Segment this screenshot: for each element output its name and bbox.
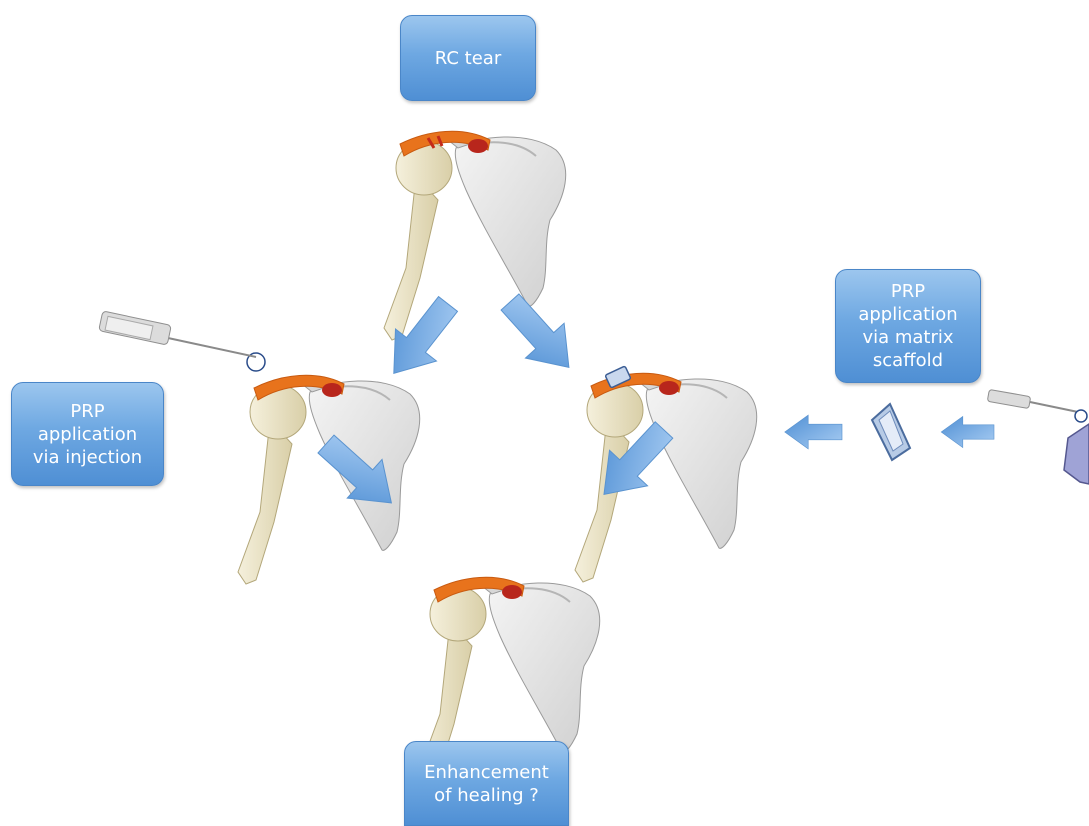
enhancement-box: Enhancement of healing ? <box>404 741 569 826</box>
syringe-icon <box>99 311 256 357</box>
arrow-left-to-scaffold <box>941 416 994 447</box>
rc-tear-box: RC tear <box>400 15 536 101</box>
shoulder-scaffold <box>575 366 757 582</box>
syringe-small-icon <box>987 389 1089 484</box>
arrow-to-scaffold <box>491 285 589 385</box>
shoulder-rc-tear <box>384 131 566 340</box>
prp-injection-box: PRP application via injection <box>11 382 164 486</box>
scaffold-block-icon <box>872 404 910 460</box>
arrow-left-to-shoulder <box>785 415 842 449</box>
prp-scaffold-box: PRP application via matrix scaffold <box>835 269 981 383</box>
arrow-to-injection <box>373 288 468 389</box>
shoulder-injection <box>238 353 420 584</box>
